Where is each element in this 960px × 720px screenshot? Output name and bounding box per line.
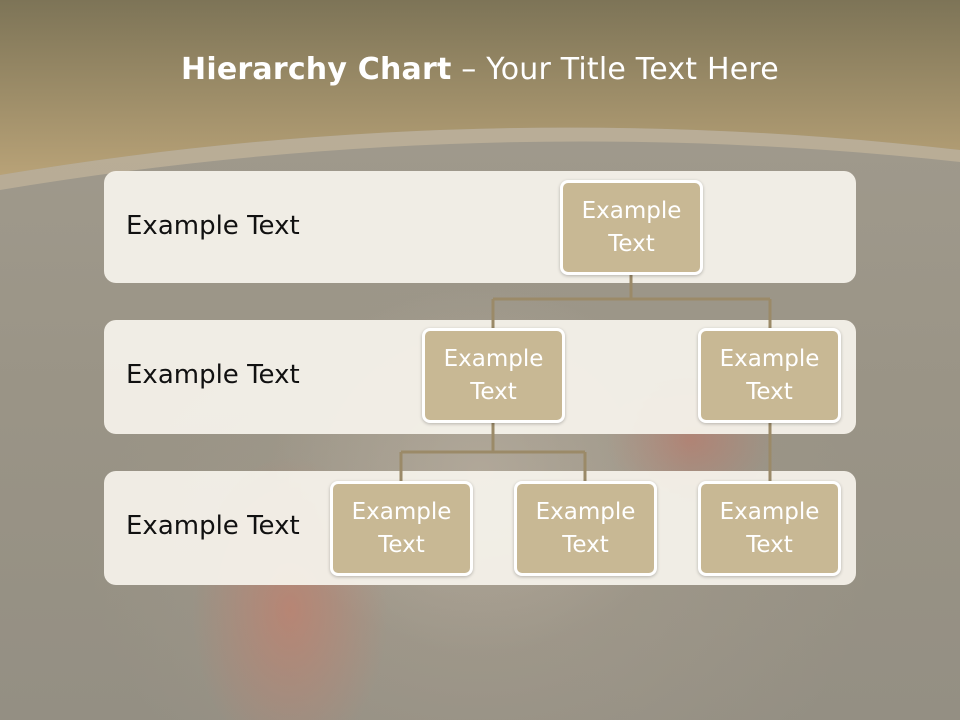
node-level3-a: Example Text [330,481,473,576]
title-rest: – Your Title Text Here [451,52,779,87]
node-level2-left-text: Example Text [443,345,544,405]
level-label-2: Example Text [126,360,300,390]
level-label-3: Example Text [126,511,300,541]
level-label-1: Example Text [126,211,300,241]
level-band-1: Example Text [104,171,856,283]
node-level2-right-text: Example Text [719,345,820,405]
node-level3-c: Example Text [698,481,841,576]
node-level3-c-text: Example Text [719,498,820,558]
title-bold: Hierarchy Chart [181,52,452,87]
node-level3-a-text: Example Text [351,498,452,558]
node-level3-b-text: Example Text [535,498,636,558]
node-root: Example Text [560,180,703,275]
node-level2-left: Example Text [422,328,565,423]
slide-title: Hierarchy Chart – Your Title Text Here [0,52,960,87]
header-banner [0,0,960,190]
node-level3-b: Example Text [514,481,657,576]
node-root-text: Example Text [581,197,682,257]
node-level2-right: Example Text [698,328,841,423]
